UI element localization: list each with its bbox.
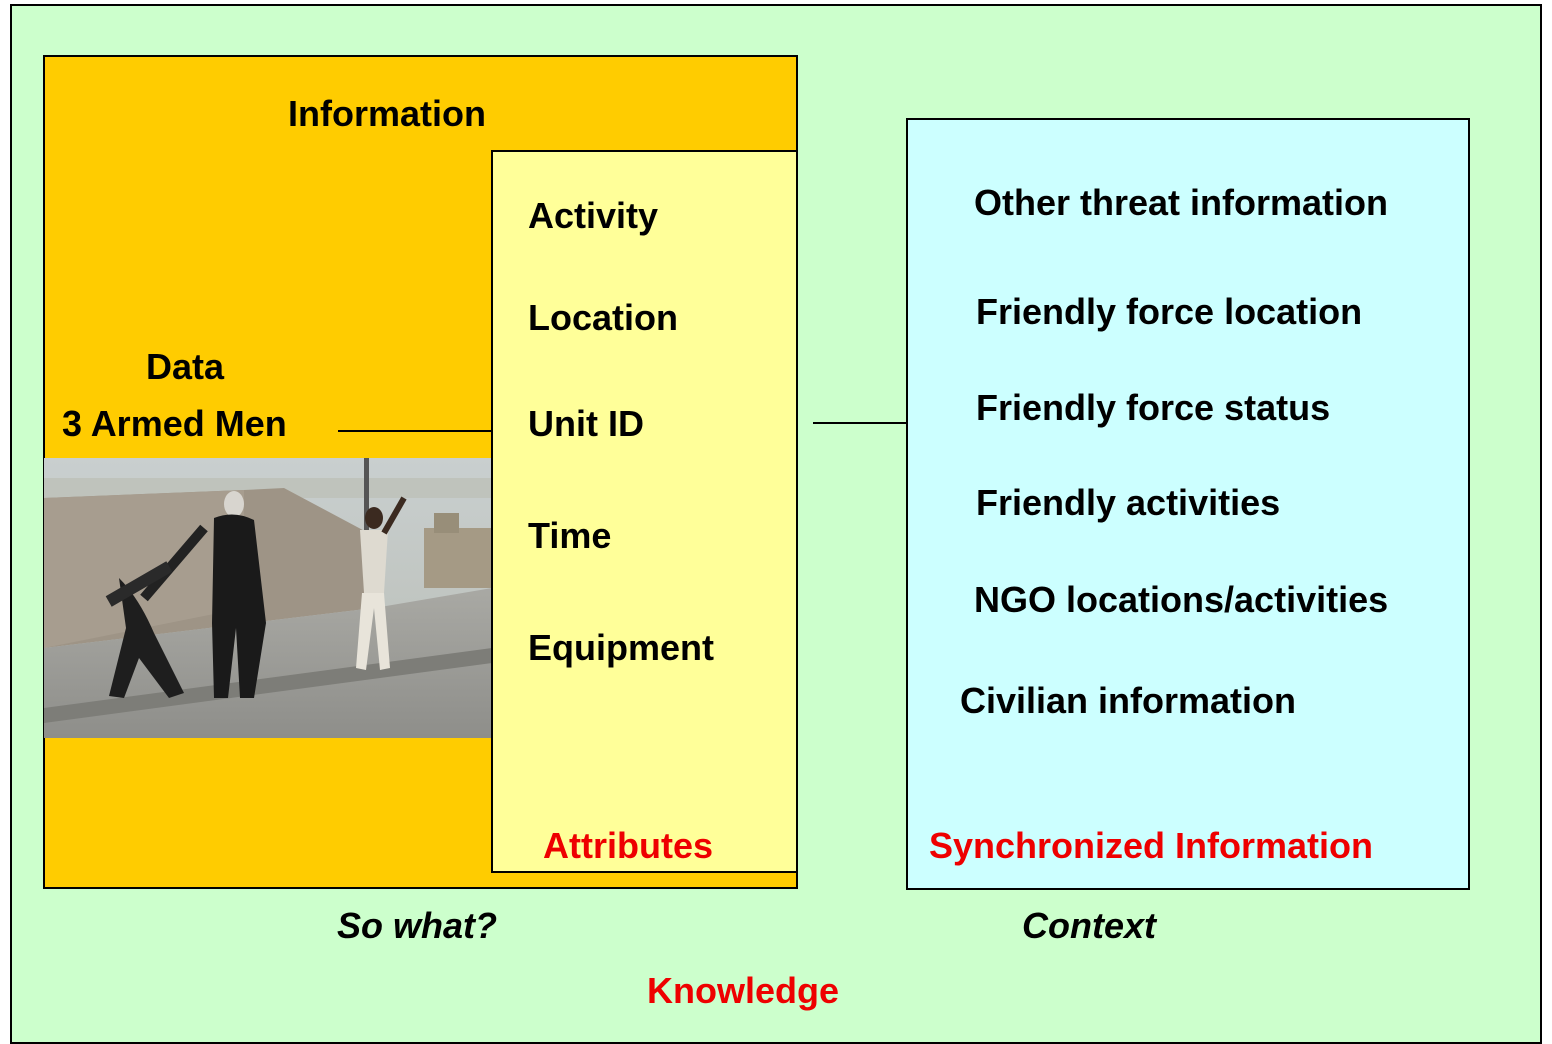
- caption-knowledge: Knowledge: [647, 970, 840, 1011]
- attribute-activity: Activity: [528, 195, 659, 236]
- information-title: Information: [288, 93, 486, 134]
- sync-item-civilian: Civilian information: [960, 680, 1297, 721]
- synchronized-information-box: [906, 118, 1470, 890]
- sync-item-friendly-status: Friendly force status: [976, 387, 1331, 428]
- attribute-time: Time: [528, 515, 612, 556]
- data-value: 3 Armed Men: [62, 403, 287, 444]
- attribute-location: Location: [528, 297, 678, 338]
- attribute-equipment: Equipment: [528, 627, 714, 668]
- caption-so-what: So what?: [337, 905, 497, 946]
- context-connector-horizontal: [813, 422, 925, 424]
- data-connector-line: [338, 430, 492, 432]
- sync-item-ngo: NGO locations/activities: [974, 579, 1389, 620]
- data-label: Data: [146, 346, 225, 387]
- attribute-unit-id: Unit ID: [528, 403, 644, 444]
- sync-item-friendly-activities: Friendly activities: [976, 482, 1281, 523]
- attributes-footer: Attributes: [543, 825, 713, 866]
- sync-item-friendly-location: Friendly force location: [976, 291, 1363, 332]
- armed-men-photo: [44, 458, 492, 738]
- synchronized-footer: Synchronized Information: [929, 825, 1374, 866]
- sync-item-other-threat: Other threat information: [974, 182, 1389, 223]
- caption-context: Context: [1022, 905, 1156, 946]
- attributes-box: [491, 150, 798, 873]
